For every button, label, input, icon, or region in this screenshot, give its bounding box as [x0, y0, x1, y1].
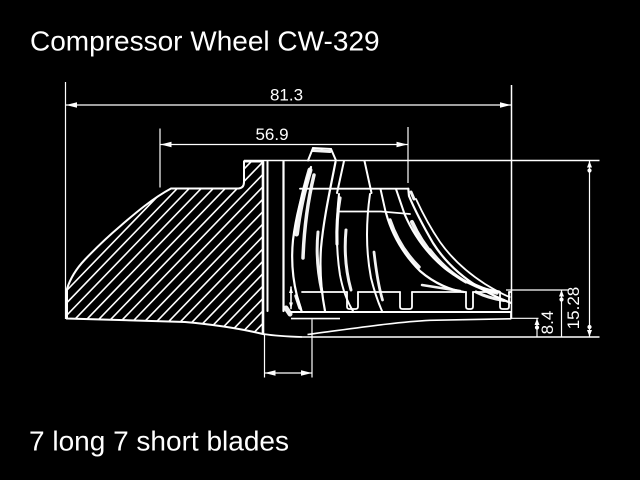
- shelf-line-lower: [339, 210, 411, 215]
- dim-overall-width-arrows: [66, 102, 511, 108]
- hub-hatching: [67, 161, 263, 334]
- dim-label-back-step: 8.4: [538, 311, 557, 335]
- dim-back-step-arrows: [534, 318, 540, 330]
- dim-inducer-width: [159, 127, 409, 188]
- dim-tip-height-arrows: [559, 290, 564, 302]
- dim-overall-width: [64, 82, 511, 319]
- blade-profiles: [266, 146, 513, 320]
- blade-3-leading-edge: [384, 211, 466, 294]
- page-title: Compressor Wheel CW-329: [30, 26, 380, 57]
- dim-bore-width: [263, 319, 313, 378]
- datum-lines: [244, 85, 600, 338]
- wheel-back-contour: [262, 317, 512, 338]
- blade-2-tip-left: [336, 160, 345, 194]
- root-pointer-arrows: [289, 287, 293, 309]
- shroud-contour: [407, 187, 513, 305]
- blade-3-tip-left: [379, 188, 387, 213]
- blade-4-inner-edge: [415, 198, 511, 298]
- dim-bore-width-arrows: [264, 370, 312, 376]
- dim-label-overall-width: 81.3: [270, 86, 303, 105]
- blade-tip-hump: [307, 146, 337, 162]
- dim-label-tip-height: 15.28: [564, 287, 583, 330]
- blade-3-trailing-edge: [403, 212, 501, 293]
- dim-back-step: [511, 317, 539, 337]
- hub-section: [66, 160, 265, 336]
- hub-outline: [66, 160, 264, 336]
- dim-inducer-width-arrows: [160, 141, 408, 148]
- blade-root-slots: [346, 291, 510, 310]
- blade-2-trailing-edge: [366, 193, 383, 312]
- dim-total-height-arrows: [587, 161, 592, 337]
- blade-2-tip-right: [363, 160, 373, 194]
- blade-3-tip-right: [395, 188, 405, 214]
- blade-highlights: [283, 149, 506, 317]
- blade-count-caption: 7 long 7 short blades: [29, 426, 289, 457]
- dim-label-inducer-width: 56.9: [255, 125, 288, 144]
